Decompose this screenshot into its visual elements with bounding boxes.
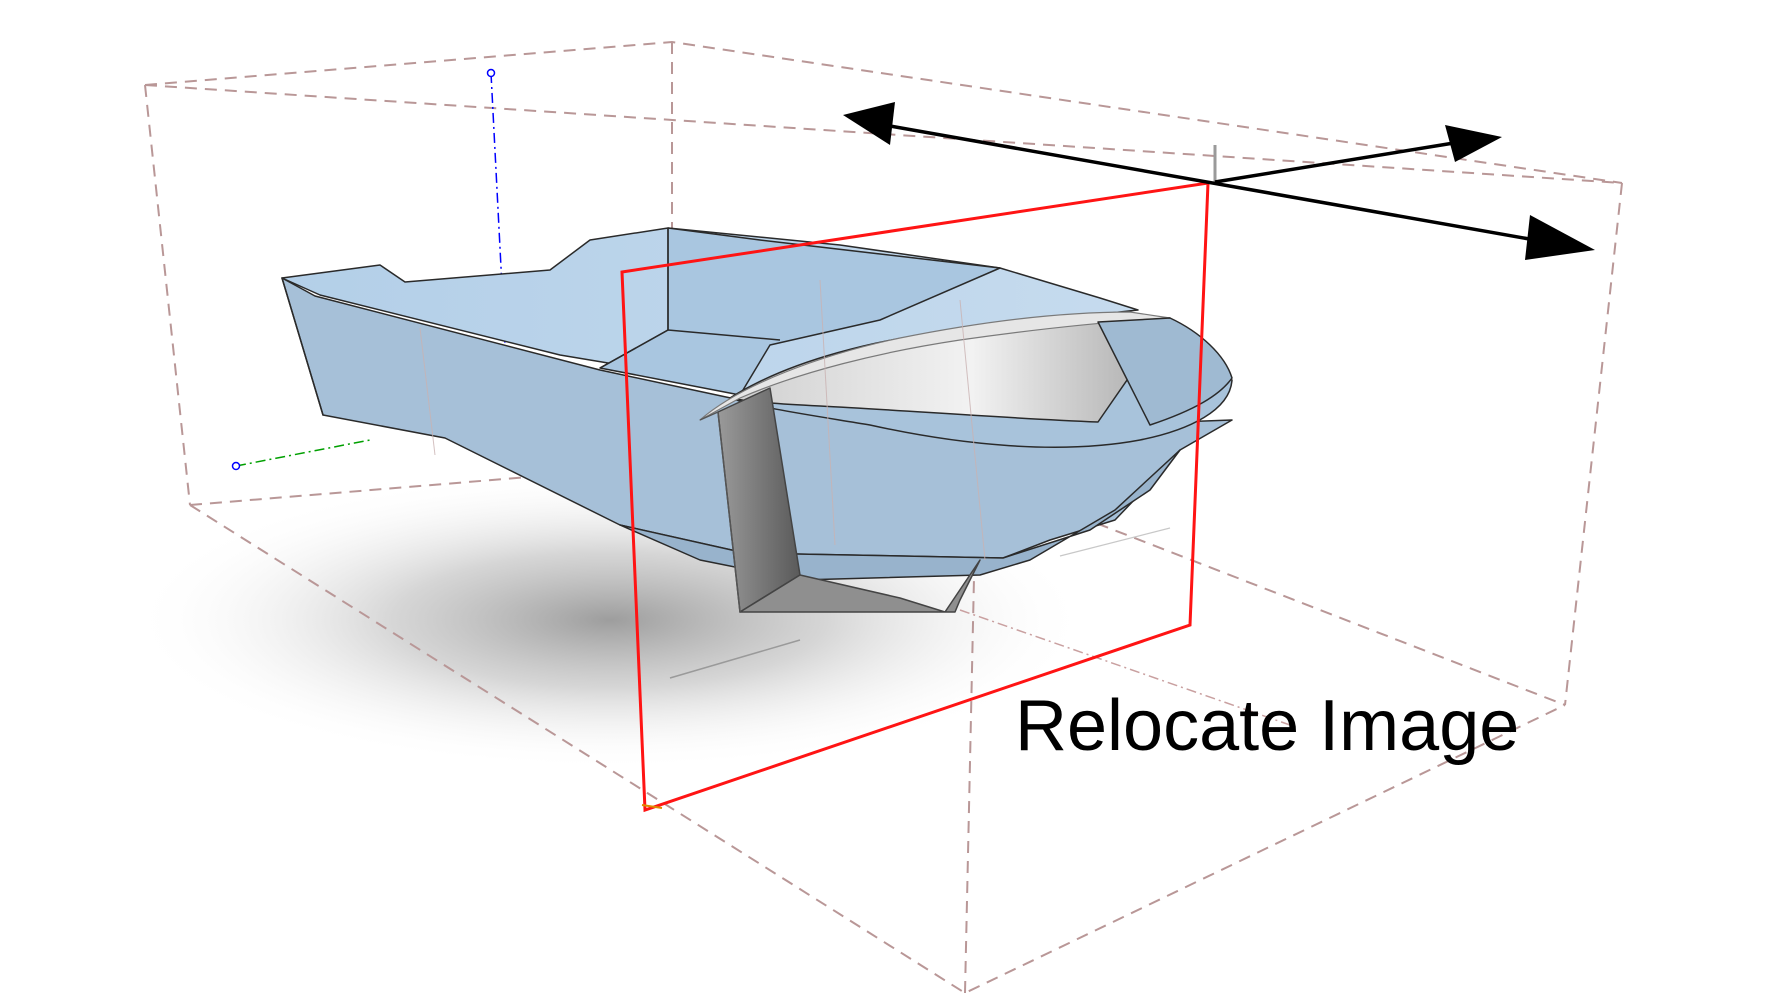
relocate-image-label: Relocate Image: [1015, 686, 1520, 766]
relocate-gumball[interactable]: [843, 102, 1595, 260]
double-arrow-icon[interactable]: [843, 102, 1595, 260]
z-axis-handle: [486, 68, 496, 78]
x-axis: [235, 439, 371, 467]
keel-base: [739, 559, 981, 613]
double-arrow-icon[interactable]: [1214, 125, 1502, 184]
boat-hull[interactable]: [281, 227, 1233, 613]
transom: [281, 277, 324, 416]
x-axis-handle: [231, 461, 241, 471]
world-axes: [231, 68, 1291, 726]
image-plane[interactable]: [620, 181, 1210, 813]
image-plane-corner-marker: [641, 804, 663, 809]
